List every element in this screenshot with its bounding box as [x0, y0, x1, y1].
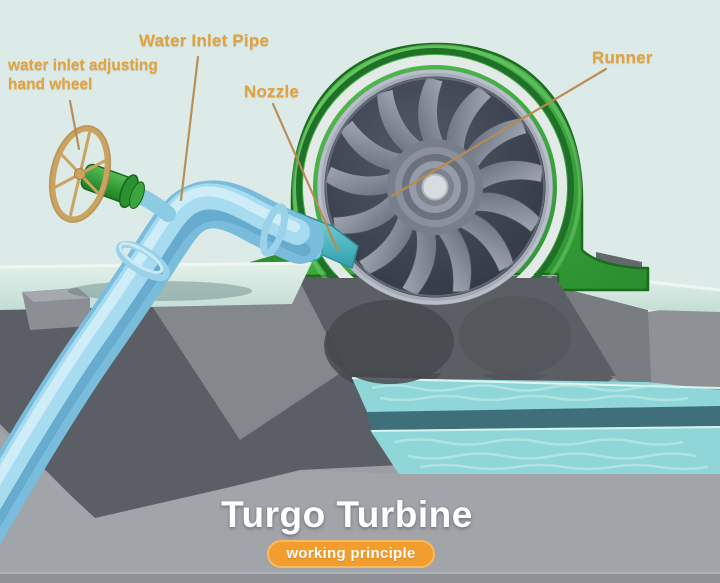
runner-wheel — [317, 69, 553, 305]
water-inlet-pipe — [0, 180, 324, 545]
leader-lines — [68, 55, 608, 253]
label-inlet-pipe: Water Inlet Pipe — [139, 31, 270, 50]
label-runner: Runner — [592, 48, 653, 67]
pipe-flange — [259, 203, 289, 257]
working-principle-badge: working principle — [267, 540, 435, 568]
inlet-valve — [80, 163, 176, 222]
foreground-floor — [0, 430, 720, 583]
label-hand-wheel: water inlet adjusting hand wheel — [8, 57, 158, 93]
diagram-title: Turgo Turbine — [221, 494, 473, 535]
tailrace-water — [351, 377, 720, 476]
hand-wheel-icon — [48, 125, 112, 223]
pipe-flange — [115, 240, 171, 282]
label-nozzle: Nozzle — [244, 82, 300, 101]
runner-hub — [387, 139, 483, 235]
